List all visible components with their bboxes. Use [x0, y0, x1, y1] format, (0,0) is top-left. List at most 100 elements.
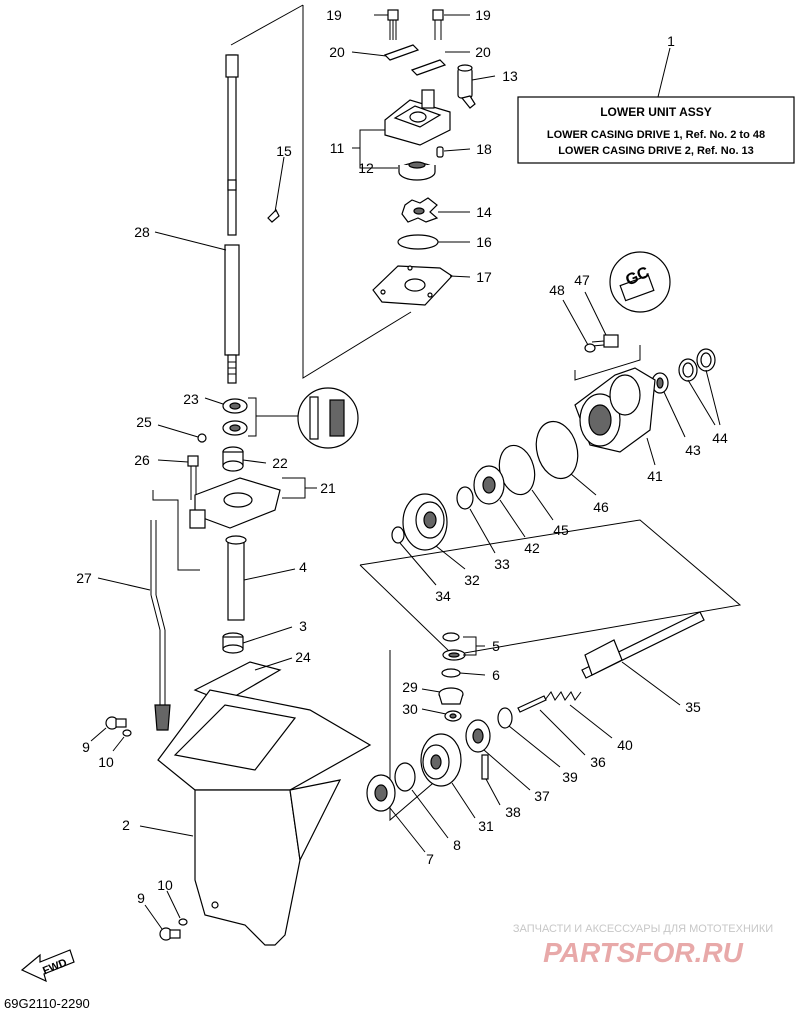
plate-20-right: [410, 59, 447, 76]
ring-39: [497, 707, 513, 729]
gasket-10-upper: [122, 729, 132, 737]
cartridge-12: [398, 161, 436, 181]
pump-housing-11: [384, 89, 451, 146]
callout-15: 15: [276, 143, 292, 159]
drive-shaft-28: [224, 54, 240, 384]
callout-20b: 20: [475, 44, 491, 60]
impeller-14: [401, 197, 439, 223]
callout-46: 46: [593, 499, 609, 515]
water-pump-group: [352, 9, 476, 306]
callout-28: 28: [134, 224, 150, 240]
callout-5: 5: [492, 638, 500, 654]
callout-43: 43: [685, 442, 701, 458]
assembly-ref-line-1: LOWER CASING DRIVE 1, Ref. No. 2 to 48: [547, 129, 765, 141]
oring-46: [535, 420, 579, 480]
callout-20a: 20: [329, 44, 345, 60]
shim-33: [456, 486, 474, 510]
fwd-arrow: [20, 949, 75, 983]
callout-7: 7: [426, 851, 434, 867]
bearings-23: [222, 397, 300, 437]
drain-bolt-9-upper: [105, 716, 127, 730]
plate-20-left: [383, 44, 420, 61]
drain-bolt-9-lower: [159, 927, 181, 941]
callout-14: 14: [476, 204, 492, 220]
leader-lines: [90, 14, 721, 930]
bolt-26: [187, 455, 199, 500]
callout-21: 21: [320, 480, 336, 496]
callout-6: 6: [492, 667, 500, 683]
oring-16: [397, 234, 439, 250]
callout-26: 26: [134, 452, 150, 468]
callout-36: 36: [590, 754, 606, 770]
nut-30: [444, 710, 462, 722]
prop-shaft-housing-41: [574, 367, 656, 453]
seal-orientation-detail: [297, 387, 359, 449]
watermark-tagline: ЗАПЧАСТИ И АКСЕССУАРЫ ДЛЯ МОТОТЕХНИКИ: [513, 923, 773, 935]
grommet-3: [222, 632, 244, 654]
forward-gear-31: [420, 733, 462, 787]
shim-8: [394, 762, 416, 792]
callout-10b: 10: [157, 877, 173, 893]
propeller-shaft-35: [581, 611, 705, 679]
seal-43: [651, 372, 669, 394]
assembly-ref-line-2: LOWER CASING DRIVE 2, Ref. No. 13: [558, 145, 754, 157]
clutch-dog-37: [465, 719, 491, 753]
callout-1: 1: [667, 33, 675, 49]
callout-12: 12: [358, 160, 374, 176]
callout-24: 24: [295, 649, 311, 665]
watermark: ЗАПЧАСТИ И АКСЕССУАРЫ ДЛЯ МОТОТЕХНИКИ PA…: [513, 923, 773, 968]
pin-38: [481, 754, 489, 780]
callout-2: 2: [122, 817, 130, 833]
bolt-47: [591, 334, 619, 348]
group-lines: [152, 4, 742, 822]
callout-4: 4: [299, 559, 307, 575]
callout-13: 13: [502, 68, 518, 84]
callout-30: 30: [402, 701, 418, 717]
callout-45: 45: [553, 522, 569, 538]
callout-40: 40: [617, 737, 633, 753]
callout-27: 27: [76, 570, 92, 586]
callout-9b: 9: [137, 890, 145, 906]
callout-10a: 10: [98, 754, 114, 770]
callout-19a: 19: [326, 7, 342, 23]
assembly-title: LOWER UNIT ASSY: [600, 105, 712, 119]
assembly-info-box: LOWER UNIT ASSY LOWER CASING DRIVE 1, Re…: [517, 96, 795, 164]
bolt-19-right: [432, 9, 444, 40]
pin-15: [267, 208, 280, 223]
callout-33: 33: [494, 556, 510, 572]
callout-41: 41: [647, 468, 663, 484]
callout-16: 16: [476, 234, 492, 250]
bearing-7: [366, 774, 396, 812]
callout-34: 34: [435, 588, 451, 604]
washer-48: [584, 343, 596, 353]
pin-18: [436, 146, 444, 158]
collar-13: [457, 64, 476, 109]
callout-18: 18: [476, 141, 492, 157]
gasket-10-lower: [178, 918, 188, 926]
callout-47: 47: [574, 272, 590, 288]
callout-9a: 9: [82, 739, 90, 755]
callout-37: 37: [534, 788, 550, 804]
callout-32: 32: [464, 572, 480, 588]
plunger-36: [517, 695, 547, 713]
callout-48: 48: [549, 282, 565, 298]
callout-31: 31: [478, 818, 494, 834]
shift-rod-27: [150, 520, 171, 731]
bearing-42: [473, 465, 505, 505]
sleeve-22: [222, 446, 244, 472]
outer-plate-17: [372, 265, 453, 306]
callout-25: 25: [136, 414, 152, 430]
callout-35: 35: [685, 699, 701, 715]
callout-labels: 19 19 20 20 13 1 11 12 18 15 14 16 17 28…: [76, 7, 728, 906]
callout-22: 22: [272, 455, 288, 471]
callout-38: 38: [505, 804, 521, 820]
callout-3: 3: [299, 618, 307, 634]
grease-callout: [609, 251, 671, 313]
callout-17: 17: [476, 269, 492, 285]
callout-44: 44: [712, 430, 728, 446]
bolt-19-left: [387, 9, 399, 40]
watermark-brand: PARTSFOR.RU: [543, 937, 743, 968]
seals-44: [678, 348, 716, 382]
